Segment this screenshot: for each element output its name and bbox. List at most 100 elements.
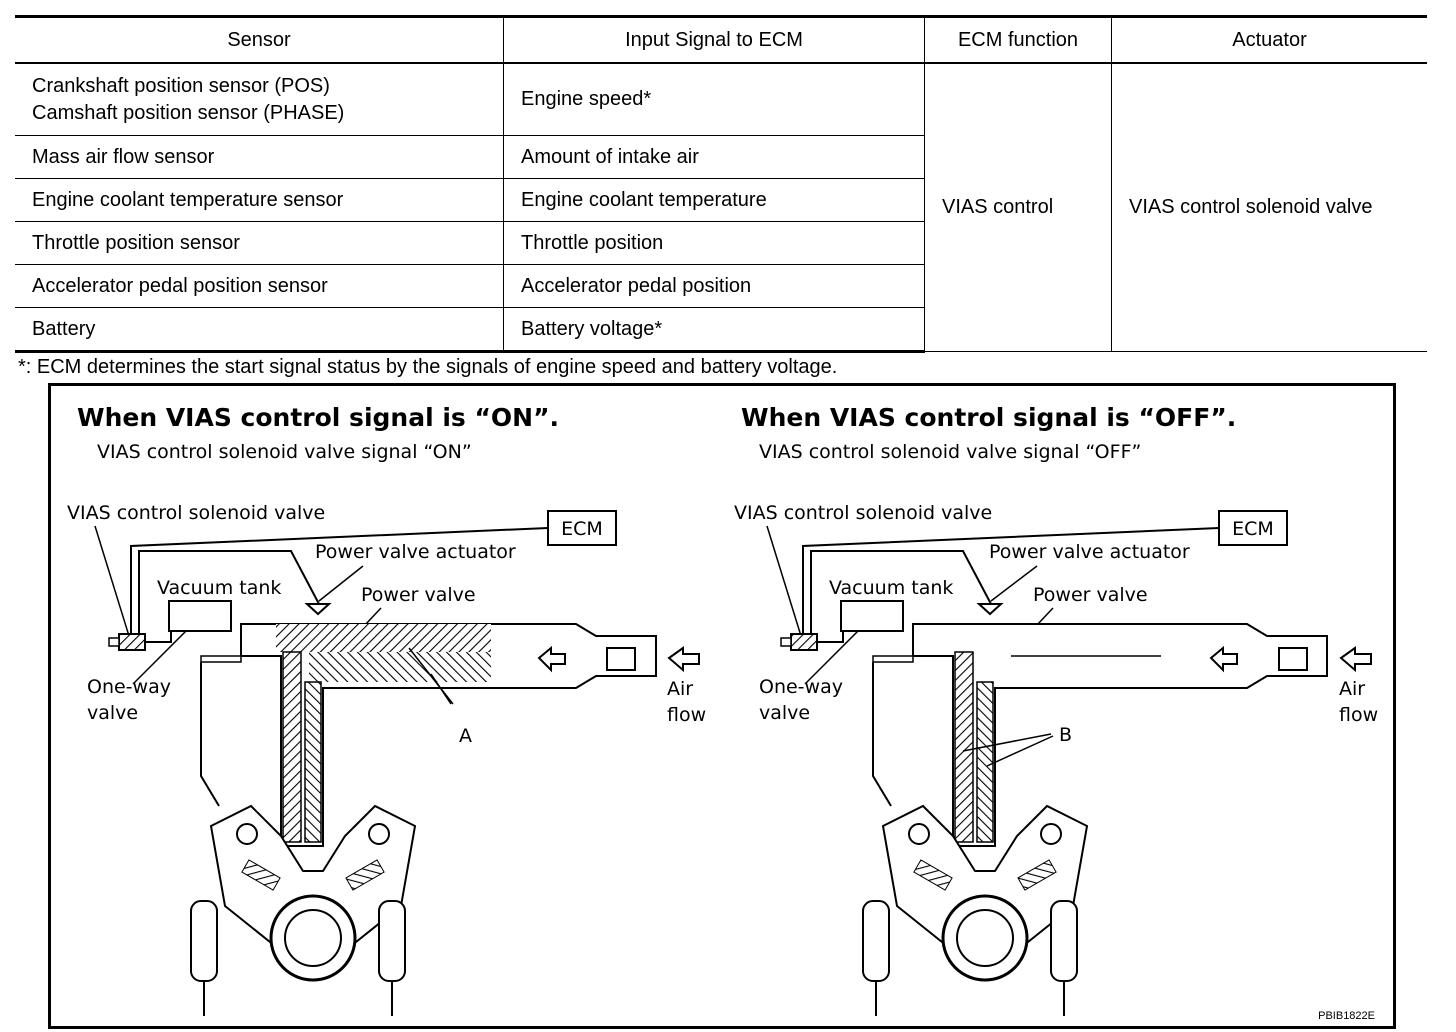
vacuum-hose [810,550,992,641]
label-solenoid-valve: VIAS control solenoid valve [67,502,325,524]
label-air-flow: Air [667,678,693,700]
vacuum-tank-icon [168,600,232,632]
leader-actuator [990,565,1038,602]
hatched-runner-right [976,681,994,843]
label-vacuum-tank: Vacuum tank [829,577,953,599]
panel-off-title: When VIAS control signal is “OFF”. [741,403,1236,432]
intake-duct [912,623,1328,847]
leader-solenoid [94,525,130,637]
tank-line [817,632,844,643]
leader-solenoid [766,525,802,637]
footnote: *: ECM determines the start signal statu… [18,356,838,378]
actuator-diaphragm-icon [976,603,1004,616]
panel-off: When VIAS control signal is “OFF”. VIAS … [734,403,1378,1016]
label-one-way-valve: One-way [87,676,171,698]
leader-b-1 [962,733,1052,752]
ecm-box [547,510,617,546]
label-power-valve-actuator: Power valve actuator [315,541,516,563]
leader-actuator [318,565,364,602]
hatched-runner-left [282,651,302,843]
marker-a: A [459,725,472,747]
table-row: Crankshaft position sensor (POS) Camshaf… [15,62,1427,352]
solenoid-valve-icon [118,633,146,651]
signal-cell: Engine coolant temperature [503,178,925,222]
signal-cell: Engine speed* [503,62,925,136]
leader-a-2 [408,647,454,705]
solenoid-connector-icon [780,637,792,647]
engine-drawing [862,804,1089,1016]
label-power-valve: Power valve [1033,584,1148,606]
header-actuator: Actuator [1111,15,1427,64]
header-input-signal: Input Signal to ECM [503,15,925,64]
sensor-cell: Engine coolant temperature sensor [15,178,504,222]
table-row: Mass air flow sensor Amount of intake ai… [15,135,1427,179]
label-one-way-valve-line2: valve [87,702,138,724]
ecm-wire [130,527,549,641]
solenoid-connector-icon [108,637,120,647]
ecm-label: ECM [561,518,603,540]
actuator-cell: VIAS control solenoid valve [1111,62,1427,352]
intake-side-pipe [872,655,914,663]
table-row: Battery Battery voltage* [15,307,1427,353]
air-arrow-inside-icon [537,645,566,673]
label-air-flow-line2: flow [1339,704,1378,726]
label-air-flow: Air [1339,678,1365,700]
leader-one-way-valve [132,625,192,685]
figure-code: PBIB1822E [1318,1010,1375,1022]
mass-air-flow-sensor-icon [606,647,636,671]
sensor-cell: Mass air flow sensor [15,135,504,179]
header-ecm-function: ECM function [924,15,1112,64]
panel-off-subtitle: VIAS control solenoid valve signal “OFF” [759,441,1141,463]
signal-cell: Amount of intake air [503,135,925,179]
label-air-flow-line2: flow [667,704,706,726]
solenoid-valve-icon [790,633,818,651]
panel-on: When VIAS control signal is “ON”. VIAS c… [67,403,706,1016]
leader-one-way-valve [804,625,864,685]
signal-cell: Battery voltage* [503,307,925,353]
label-power-valve-actuator: Power valve actuator [989,541,1190,563]
sensor-cell: Throttle position sensor [15,221,504,265]
table-header-row: Sensor Input Signal to ECM ECM function … [15,15,1427,64]
panel-on-subtitle: VIAS control solenoid valve signal “ON” [97,441,472,463]
ecm-function-cell: VIAS control [924,62,1112,352]
table-row: Accelerator pedal position sensor Accele… [15,264,1427,308]
air-arrow-inside-icon [1209,645,1238,673]
vias-diagram: When VIAS control signal is “ON”. VIAS c… [67,403,1378,1016]
label-one-way-valve: One-way [759,676,843,698]
hatched-runner-right [304,681,322,843]
intake-side-pipe [200,655,242,663]
sensor-cell: Accelerator pedal position sensor [15,264,504,308]
vacuum-hose [138,550,320,641]
label-vacuum-tank: Vacuum tank [157,577,281,599]
sensor-cell: Battery [15,307,504,353]
sensor-text-line2: Camshaft position sensor (PHASE) [32,101,345,124]
table-row: Throttle position sensor Throttle positi… [15,221,1427,265]
actuator-diaphragm-icon [304,603,332,616]
mass-air-flow-sensor-icon [1278,647,1308,671]
header-sensor: Sensor [15,15,504,64]
hatched-path-upper [276,624,491,652]
sensor-text: Crankshaft position sensor (POS) [32,74,330,97]
panel-on-title: When VIAS control signal is “ON”. [77,403,559,432]
hatched-runner-left [954,651,974,843]
leader-b-2 [986,735,1054,767]
air-arrow-outside-icon [667,646,700,673]
engine-drawing [190,804,417,1016]
air-arrow-outside-icon [1339,646,1372,673]
sensor-cell: Crankshaft position sensor (POS) Camshaf… [15,62,504,136]
side-hose [872,662,892,807]
label-power-valve: Power valve [361,584,476,606]
vacuum-tank-icon [840,600,904,632]
vias-diagram-figure: When VIAS control signal is “ON”. VIAS c… [48,383,1396,1029]
side-hose [200,662,220,807]
hatched-path-lower [309,652,491,682]
ecm-wire [802,527,1220,641]
label-solenoid-valve: VIAS control solenoid valve [734,502,992,524]
signal-cell: Throttle position [503,221,925,265]
label-one-way-valve-line2: valve [759,702,810,724]
signal-table: Sensor Input Signal to ECM ECM function … [15,15,1427,353]
signal-cell: Accelerator pedal position [503,264,925,308]
ecm-label: ECM [1232,518,1274,540]
marker-b: B [1059,724,1072,746]
tank-line [145,632,172,643]
